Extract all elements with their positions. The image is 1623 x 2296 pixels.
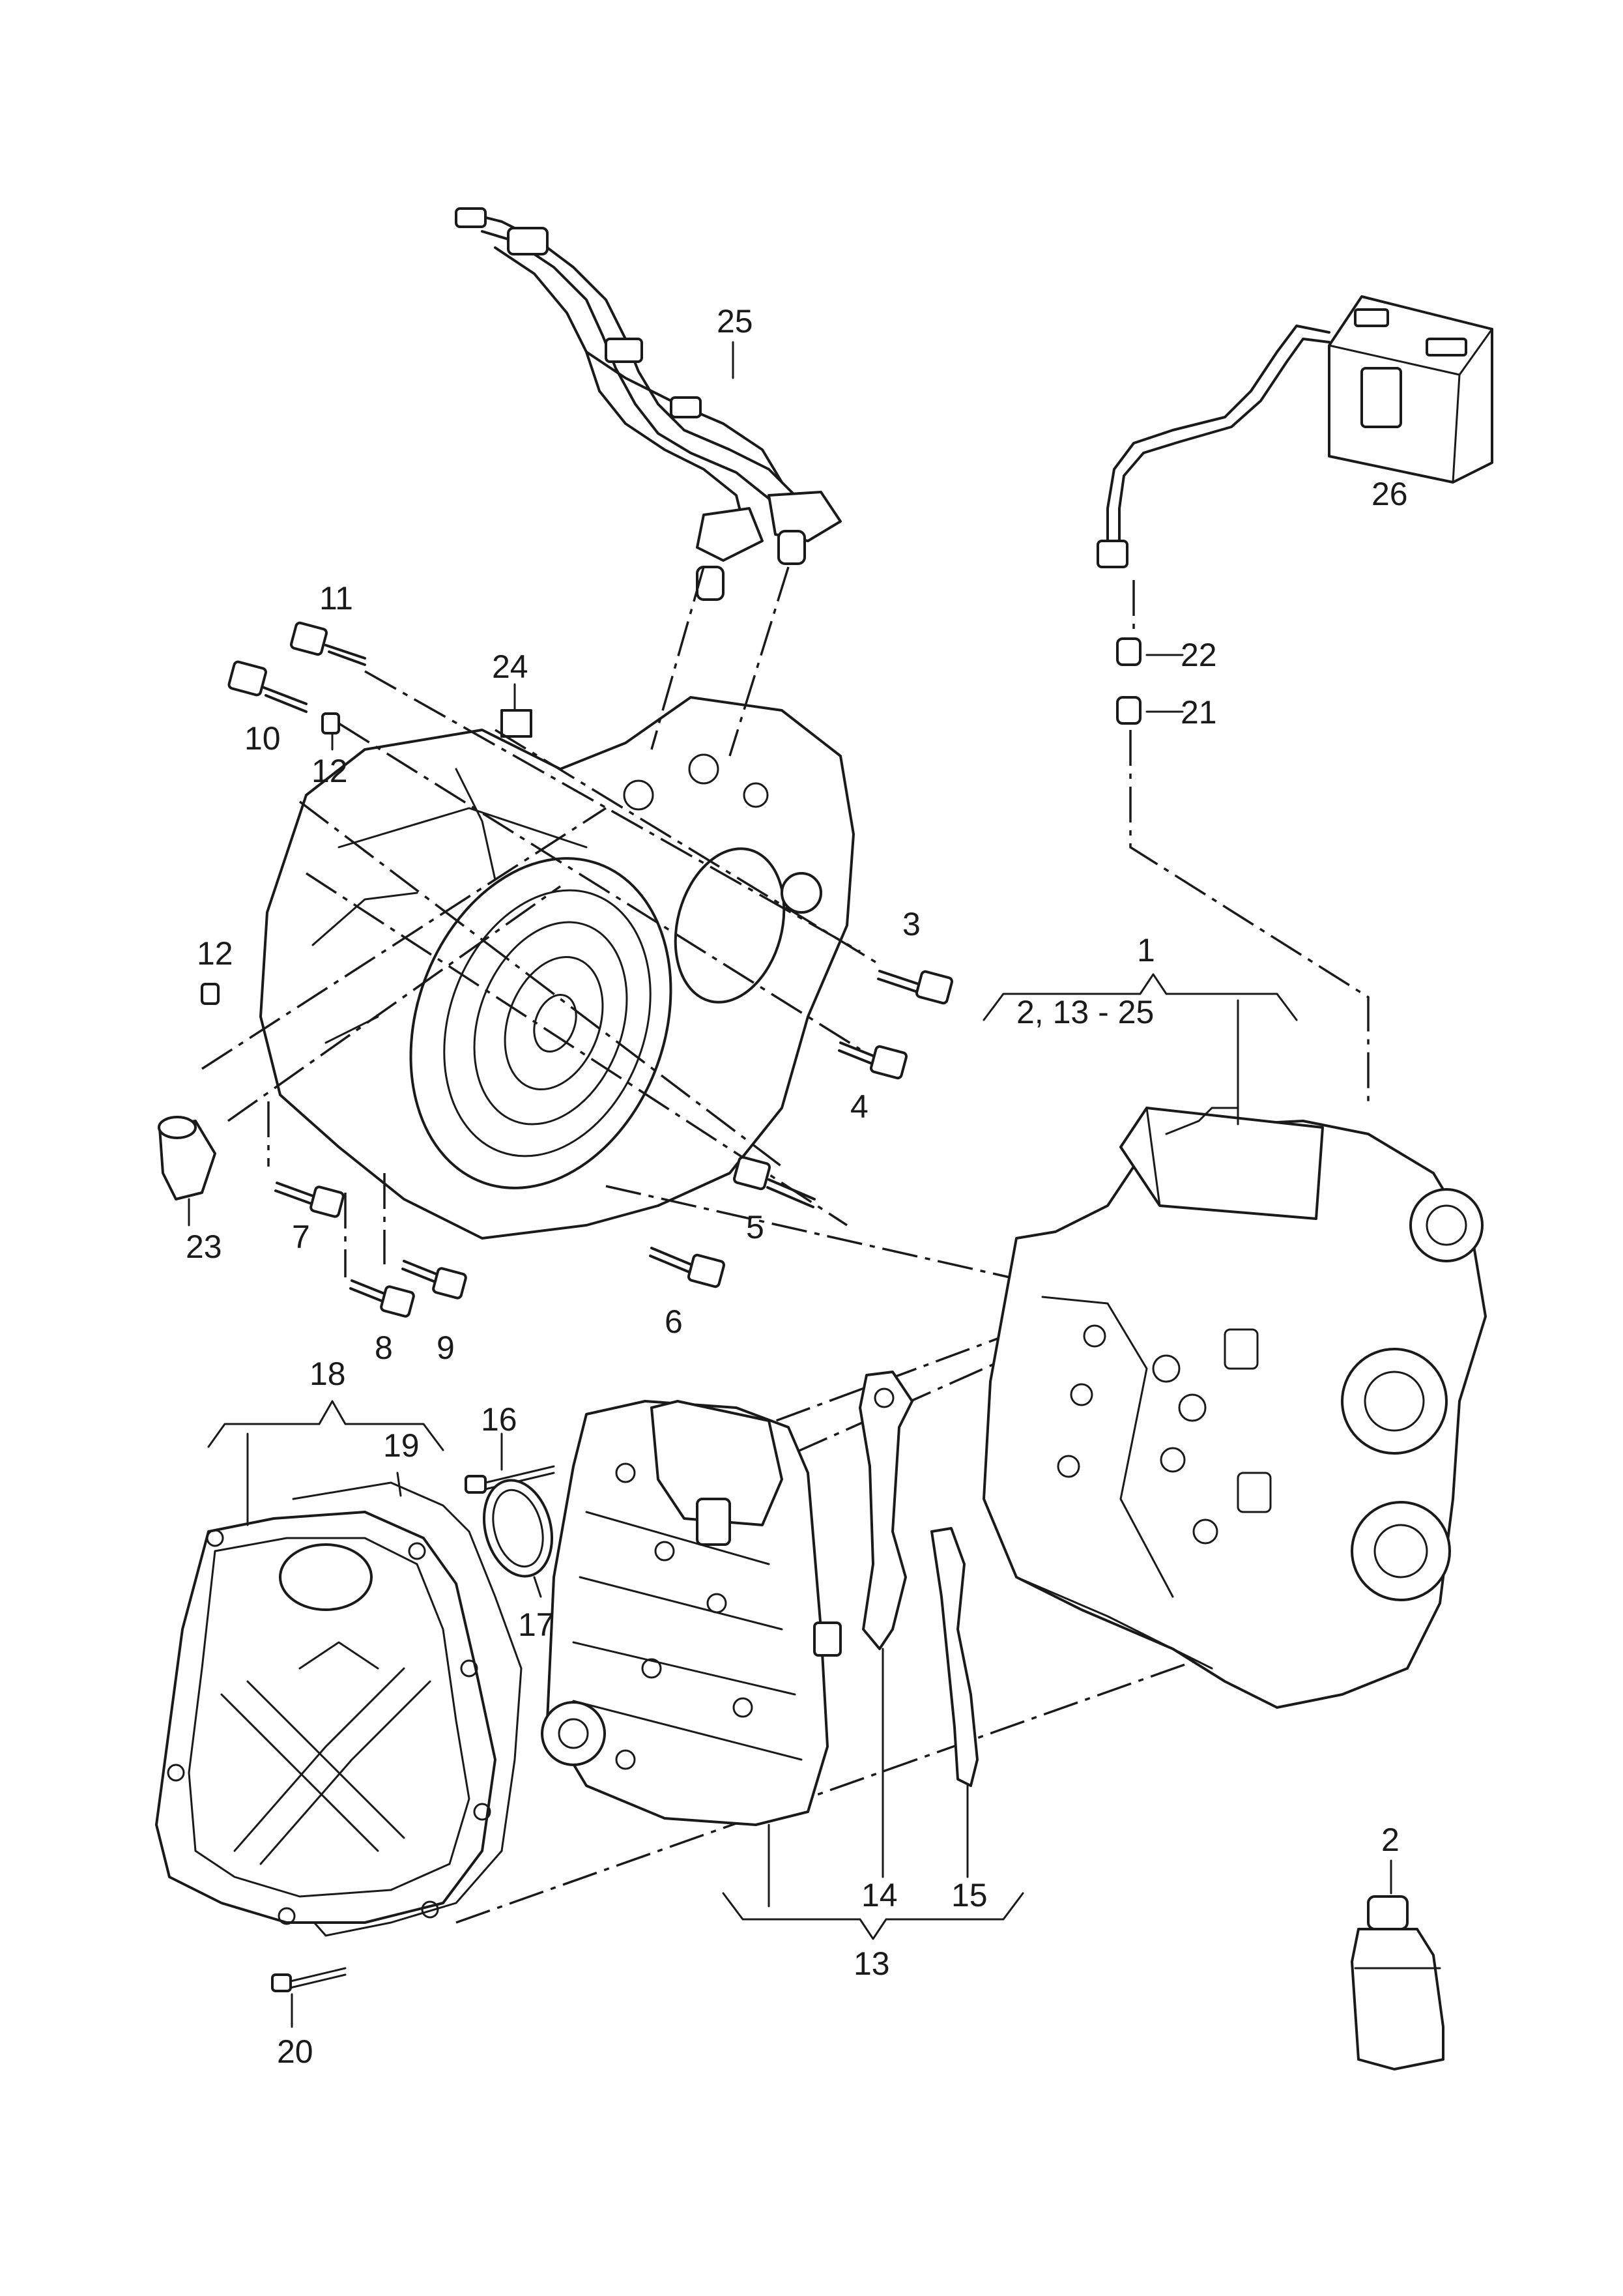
part-15-gasket[interactable]: 15 [930, 1527, 988, 1913]
label-22: 22 [1181, 637, 1217, 673]
part-4-bolt[interactable]: 4 [838, 1041, 908, 1125]
label-16: 16 [481, 1401, 517, 1438]
label-13: 13 [854, 1945, 890, 1982]
label-5: 5 [746, 1209, 764, 1245]
part-2-fluid-bottle[interactable]: 2 [1351, 1822, 1444, 2071]
label-18: 18 [309, 1356, 346, 1392]
label-7: 7 [292, 1219, 310, 1255]
part-14-gasket[interactable]: 14 [859, 1371, 913, 1913]
label-8: 8 [375, 1330, 393, 1366]
part-7-bolt[interactable]: 7 [274, 1182, 345, 1255]
label-10: 10 [244, 720, 281, 757]
part-25-wiring-harness[interactable] [455, 207, 842, 601]
part-26-control-unit[interactable]: 26 [1097, 295, 1493, 568]
label-3: 3 [902, 906, 921, 942]
part-20-bolt[interactable]: 20 [271, 1967, 347, 2070]
label-1: 1 [1137, 932, 1155, 968]
label-6: 6 [665, 1303, 683, 1340]
label-12-top: 12 [311, 753, 348, 789]
label-4: 4 [850, 1088, 869, 1125]
part-10-bolt[interactable]: 10 [227, 660, 308, 757]
label-12-left: 12 [197, 935, 233, 972]
part-19-pan-gasket[interactable]: 19 [272, 1427, 523, 1937]
label-2: 2 [1381, 1822, 1400, 1858]
part-24-gearbox-housing[interactable]: 24 [259, 648, 855, 1240]
part-13-mechatronic-unit[interactable]: 13 [541, 1400, 1024, 1982]
label-26: 26 [1372, 476, 1408, 512]
part-8-bolt[interactable]: 8 [349, 1279, 415, 1366]
part-9-bolt[interactable]: 9 [401, 1260, 467, 1366]
label-25: 25 [717, 303, 753, 340]
part-18-oil-pan[interactable]: 18 [155, 1356, 496, 1925]
label-21: 21 [1181, 694, 1217, 731]
label-17: 17 [518, 1606, 554, 1643]
part-1-gearbox-assembly[interactable]: 1 2, 13 - 25 [983, 932, 1487, 1709]
part-22-plug[interactable]: 22 [1116, 637, 1217, 673]
part-16-bolt[interactable]: 16 [465, 1401, 555, 1494]
label-23: 23 [186, 1228, 222, 1265]
part-17-seal-ring[interactable]: 17 [474, 1473, 562, 1643]
label-9: 9 [437, 1330, 455, 1366]
label-11: 11 [319, 580, 353, 617]
part-23-fitting[interactable]: 23 [158, 1116, 222, 1265]
part-12-sleeve-left[interactable]: 12 [197, 935, 233, 1005]
label-19: 19 [383, 1427, 420, 1464]
label-24: 24 [492, 648, 528, 685]
part-12-sleeve-top[interactable]: 12 [311, 712, 348, 789]
label-15: 15 [951, 1877, 988, 1913]
label-1-contents: 2, 13 - 25 [1016, 994, 1154, 1030]
label-20: 20 [277, 2033, 313, 2070]
label-14: 14 [861, 1877, 898, 1913]
part-5-bolt[interactable]: 5 [732, 1155, 816, 1245]
part-3-bolt[interactable]: 3 [877, 906, 954, 1005]
part-6-bolt[interactable]: 6 [649, 1247, 726, 1340]
part-21-plug[interactable]: 21 [1116, 694, 1217, 731]
part-11-bolt[interactable]: 11 [289, 580, 366, 666]
